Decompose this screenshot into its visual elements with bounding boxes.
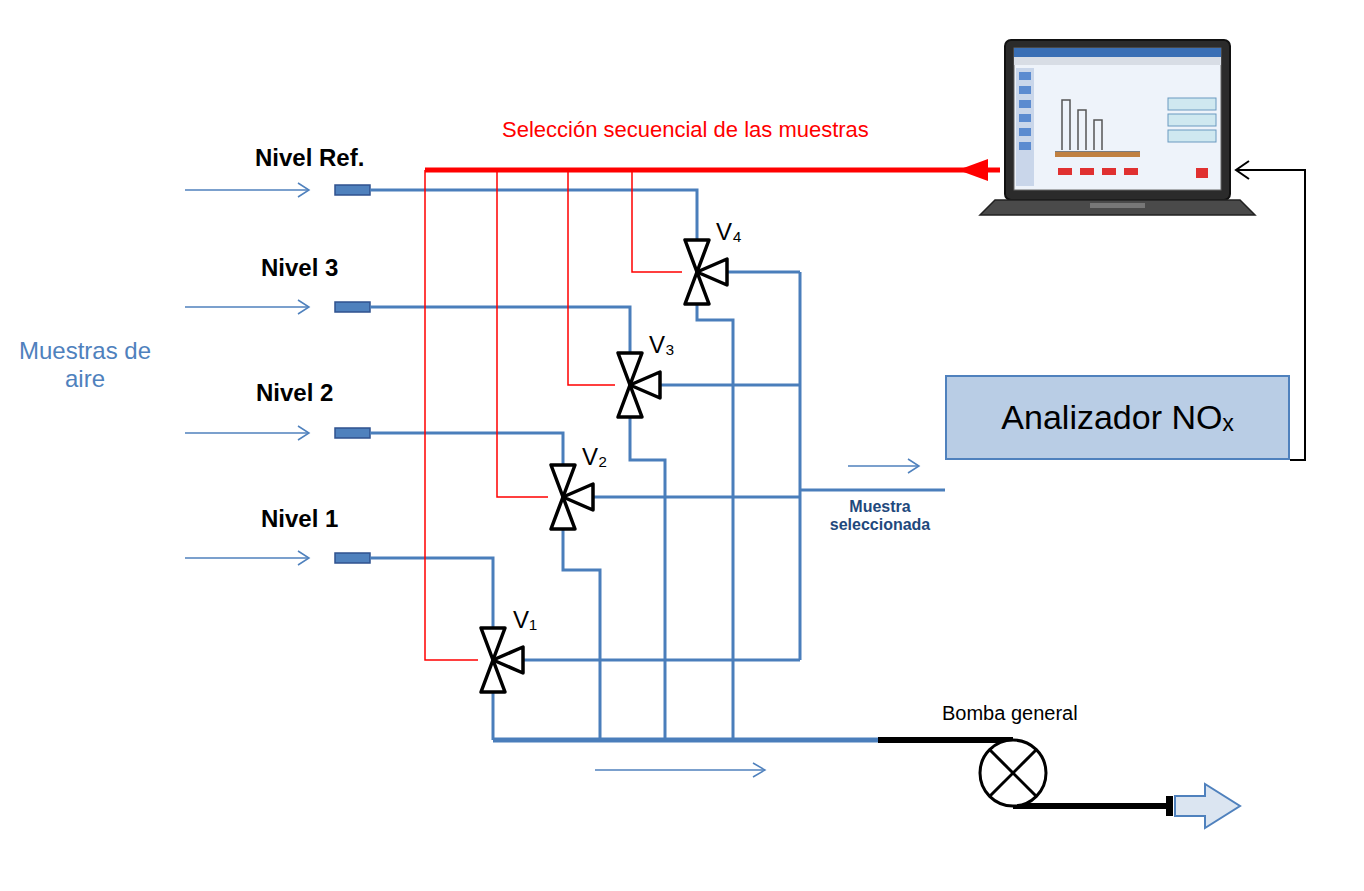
pump-symbol [878,740,1240,828]
level-label: Nivel 3 [261,254,338,282]
valve-label: V₂ [582,443,607,471]
analyzer-box: Analizador NOₓ [945,375,1290,460]
air-inlets [185,183,370,565]
level-label: Nivel 1 [261,505,338,533]
box-text: Analizador NOₓ [1001,398,1233,437]
level-label: Nivel 2 [256,379,333,407]
input-label: Muestras de aire [15,337,155,392]
valve-label: V₄ [716,218,742,246]
three-way-valves [481,240,727,692]
level-label: Nivel Ref. [255,144,364,172]
control-arrowhead [958,159,988,181]
manifold-pipe [493,738,878,743]
laptop-icon [980,40,1255,215]
control-caption: Selección secuencial de las muestras [502,117,869,142]
pump-label: Bomba general [942,702,1078,725]
control-bus [425,168,1000,173]
valve-label: V₃ [649,331,675,359]
output-label: Muestra seleccionada [820,498,940,535]
valve-label: V₁ [513,606,537,634]
control-lines [425,170,682,660]
